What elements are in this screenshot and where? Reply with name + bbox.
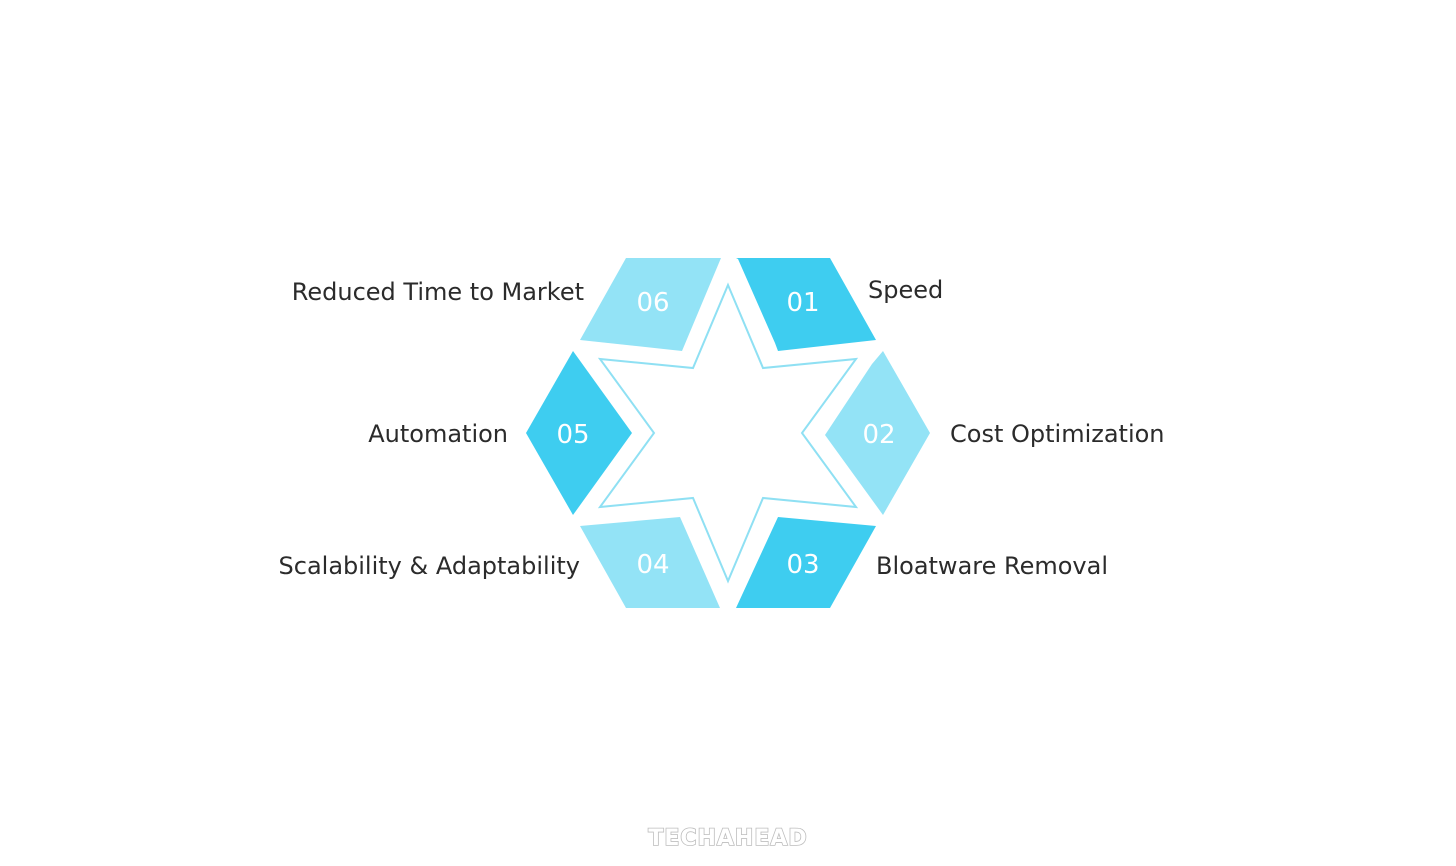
segment-02-label: Cost Optimization xyxy=(950,420,1165,448)
segment-05-shape xyxy=(526,351,632,515)
segment-06: 06 Reduced Time to Market xyxy=(292,258,721,351)
segment-01-label: Speed xyxy=(868,276,943,304)
segment-03-shape xyxy=(736,517,876,608)
segment-04-shape xyxy=(580,517,720,608)
segment-04-number: 04 xyxy=(636,550,669,580)
segment-01-shape xyxy=(736,258,876,351)
segment-06-label: Reduced Time to Market xyxy=(292,278,584,306)
segment-03-label: Bloatware Removal xyxy=(876,552,1108,580)
segment-03: 03 Bloatware Removal xyxy=(736,517,1108,608)
segment-06-number: 06 xyxy=(636,288,669,318)
segment-05-number: 05 xyxy=(556,420,589,450)
center-star-outline xyxy=(597,282,859,584)
segment-03-number: 03 xyxy=(786,550,819,580)
segment-05-label: Automation xyxy=(368,420,508,448)
segment-04-label: Scalability & Adaptability xyxy=(279,552,580,580)
segment-02-number: 02 xyxy=(862,420,895,450)
segment-06-shape xyxy=(580,258,721,351)
segment-02: 02 Cost Optimization xyxy=(825,351,1165,515)
segment-05: 05 Automation xyxy=(368,351,632,515)
segment-01: 01 Speed xyxy=(736,258,943,351)
segment-01-number: 01 xyxy=(786,288,819,318)
segment-04: 04 Scalability & Adaptability xyxy=(279,517,720,608)
segment-02-shape xyxy=(825,351,930,515)
techahead-logo: TECHAHEAD xyxy=(648,826,807,851)
